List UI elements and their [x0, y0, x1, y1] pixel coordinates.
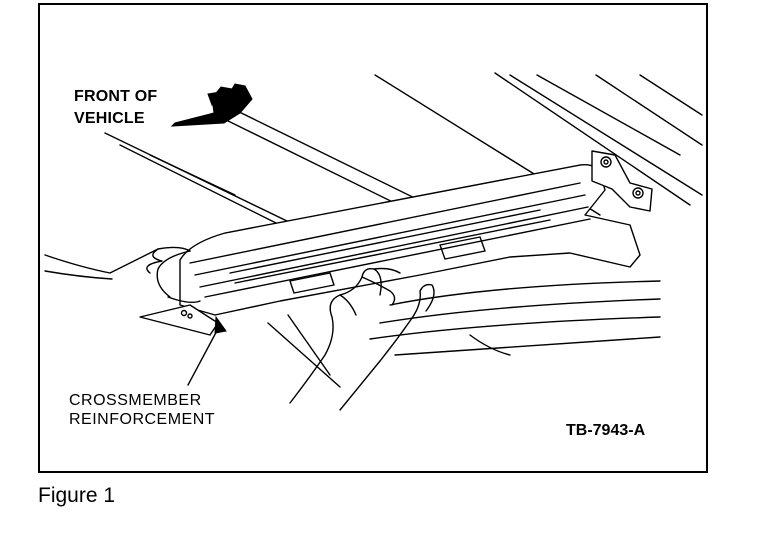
callout-line1: CROSSMEMBER — [69, 392, 202, 409]
callout-arrowhead — [214, 315, 227, 334]
crossmember-reinforcement-label: CROSSMEMBER REINFORCEMENT — [69, 393, 215, 431]
frame-rails — [104, 72, 703, 246]
right-hand — [289, 267, 435, 411]
front-label-line1: FRONT OF — [74, 88, 158, 105]
front-of-vehicle-arrow — [170, 83, 253, 127]
floor-contours — [267, 280, 661, 388]
reference-code: TB-7943-A — [566, 422, 646, 439]
figure-caption: Figure 1 — [38, 484, 116, 507]
figure-frame: FRONT OF VEHICLE CROSSMEMBER REINFORCEME… — [38, 3, 708, 473]
callout-line2: REINFORCEMENT — [69, 411, 216, 428]
reinforcement-panel — [139, 163, 641, 336]
front-of-vehicle-label: FRONT OF VEHICLE — [74, 89, 157, 133]
illustration — [44, 72, 703, 411]
left-hand — [44, 246, 201, 304]
front-label-line2: VEHICLE — [74, 110, 145, 127]
mounting-bracket — [591, 150, 653, 212]
callout-arrow — [187, 324, 221, 386]
